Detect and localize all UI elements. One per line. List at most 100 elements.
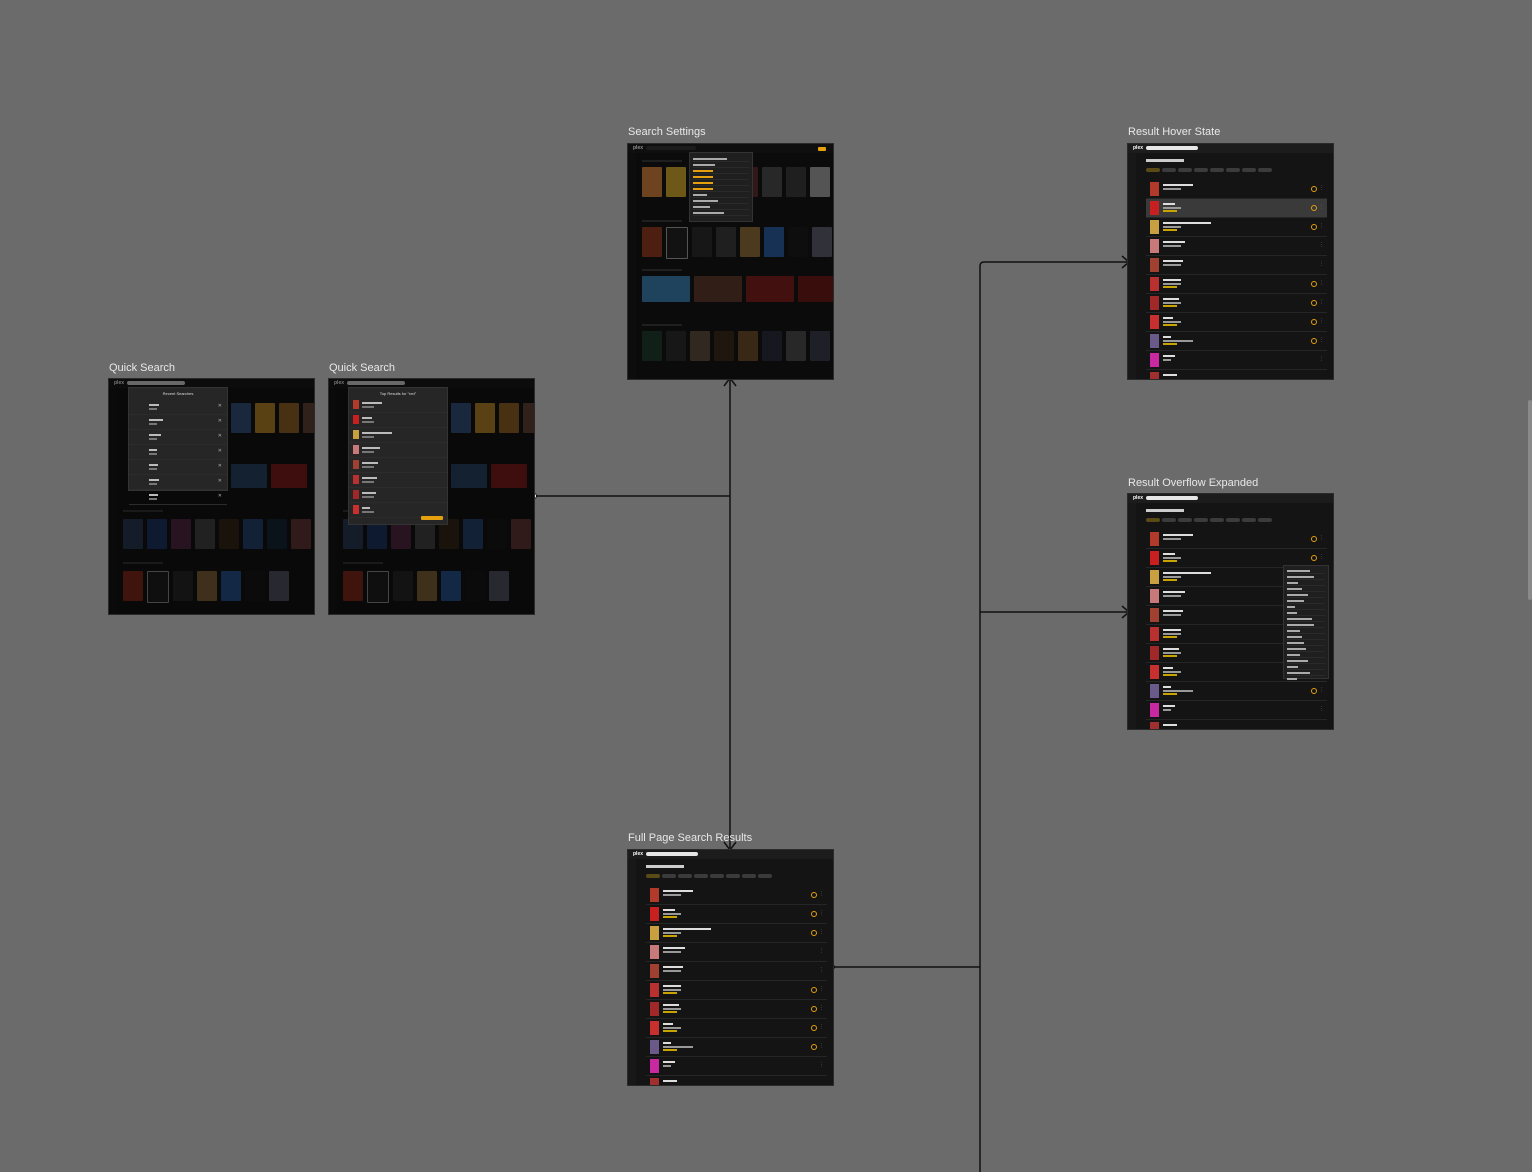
result-row[interactable] [1146,568,1327,587]
result-row[interactable]: ⋮ [646,1019,827,1038]
menu-item[interactable] [1287,652,1325,658]
result-row[interactable] [646,1076,827,1085]
more-icon[interactable]: ⋮ [819,1062,824,1068]
frame-result-overflow-expanded[interactable]: plex ⋮ ⋮ ⋮ ⋮ [1128,494,1333,729]
menu-item[interactable] [693,204,749,210]
play-icon[interactable] [811,987,817,993]
play-icon[interactable] [811,1025,817,1031]
result-row[interactable]: ⋮ [1146,275,1327,294]
recent-search-row[interactable]: ✕ [129,400,227,415]
result-row[interactable]: ⋮ [646,1000,827,1019]
play-icon[interactable] [811,911,817,917]
more-icon[interactable]: ⋮ [819,1005,824,1011]
menu-item[interactable] [1287,646,1325,652]
result-row[interactable] [349,458,447,473]
more-icon[interactable]: ⋮ [1319,318,1324,324]
more-icon[interactable]: ⋮ [1319,299,1324,305]
search-input[interactable] [1146,496,1198,500]
play-icon[interactable] [1311,319,1317,325]
result-row[interactable]: ⋮ [1146,549,1327,568]
result-row[interactable] [349,473,447,488]
chip[interactable] [1162,168,1176,172]
result-row[interactable] [1146,370,1327,379]
menu-item[interactable] [693,162,749,168]
more-icon[interactable]: ⋮ [1319,204,1324,210]
chip[interactable] [1210,168,1224,172]
menu-item[interactable] [1287,604,1325,610]
chip[interactable] [678,874,692,878]
chip[interactable] [1178,518,1192,522]
result-row[interactable]: ⋮ [1146,256,1327,275]
result-row[interactable] [1146,587,1327,606]
result-row[interactable]: ⋮ [646,943,827,962]
result-row[interactable]: ⋮ [1146,530,1327,549]
menu-item[interactable] [693,192,749,198]
more-icon[interactable]: ⋮ [1319,706,1324,712]
result-row[interactable] [1146,644,1327,663]
play-icon[interactable] [811,1044,817,1050]
more-icon[interactable]: ⋮ [1319,554,1324,560]
frame-quick-search-recent[interactable]: plex Recent Searches ✕ ✕ [109,379,314,614]
chip[interactable] [1194,168,1208,172]
chip[interactable] [1242,168,1256,172]
play-icon[interactable] [1311,300,1317,306]
chip[interactable] [1226,168,1240,172]
chip[interactable] [1194,518,1208,522]
chip[interactable] [1258,518,1272,522]
menu-item[interactable] [1287,610,1325,616]
result-row[interactable]: ⋮ [1146,701,1327,720]
chip[interactable] [742,874,756,878]
result-row[interactable]: ⋮ [646,962,827,981]
more-icon[interactable]: ⋮ [819,910,824,916]
chip[interactable] [758,874,772,878]
result-row-hovered[interactable]: ⋮ [1146,199,1327,218]
more-icon[interactable]: ⋮ [819,891,824,897]
result-row[interactable] [1146,606,1327,625]
play-icon[interactable] [1311,281,1317,287]
see-all-results-button[interactable] [421,516,443,520]
menu-item[interactable] [1287,676,1325,682]
recent-search-row[interactable]: ✕ [129,445,227,460]
menu-item[interactable] [1287,658,1325,664]
more-icon[interactable]: ⋮ [819,986,824,992]
search-input[interactable] [1146,146,1198,150]
menu-item[interactable] [1287,616,1325,622]
result-row[interactable] [349,488,447,503]
result-row[interactable] [349,413,447,428]
more-icon[interactable]: ⋮ [1319,185,1324,191]
close-icon[interactable]: ✕ [217,403,222,409]
menu-item[interactable] [693,156,749,162]
recent-search-row[interactable]: ✕ [129,490,227,505]
menu-item[interactable] [1287,580,1325,586]
result-row[interactable] [1146,720,1327,729]
chip[interactable] [710,874,724,878]
chip[interactable] [662,874,676,878]
play-icon[interactable] [811,930,817,936]
menu-item[interactable] [1287,592,1325,598]
menu-item[interactable] [693,210,749,216]
result-row[interactable] [349,443,447,458]
chip[interactable] [1258,168,1272,172]
recent-search-row[interactable]: ✕ [129,430,227,445]
chip[interactable] [1146,518,1160,522]
chip[interactable] [1146,168,1160,172]
more-icon[interactable]: ⋮ [819,967,824,973]
result-row[interactable] [349,398,447,413]
menu-item[interactable] [1287,574,1325,580]
chip[interactable] [694,874,708,878]
result-row[interactable]: ⋮ [1146,313,1327,332]
result-row[interactable] [349,503,447,518]
recent-search-row[interactable]: ✕ [129,460,227,475]
result-row[interactable]: ⋮ [1146,351,1327,370]
result-row[interactable]: ⋮ [1146,682,1327,701]
result-row[interactable]: ⋮ [1146,332,1327,351]
play-icon[interactable] [1311,205,1317,211]
more-icon[interactable]: ⋮ [819,929,824,935]
menu-item[interactable] [693,180,749,186]
play-icon[interactable] [1311,224,1317,230]
search-input[interactable] [646,146,696,150]
chip[interactable] [646,874,660,878]
play-icon[interactable] [1311,186,1317,192]
chip[interactable] [1242,518,1256,522]
more-icon[interactable]: ⋮ [1319,687,1324,693]
